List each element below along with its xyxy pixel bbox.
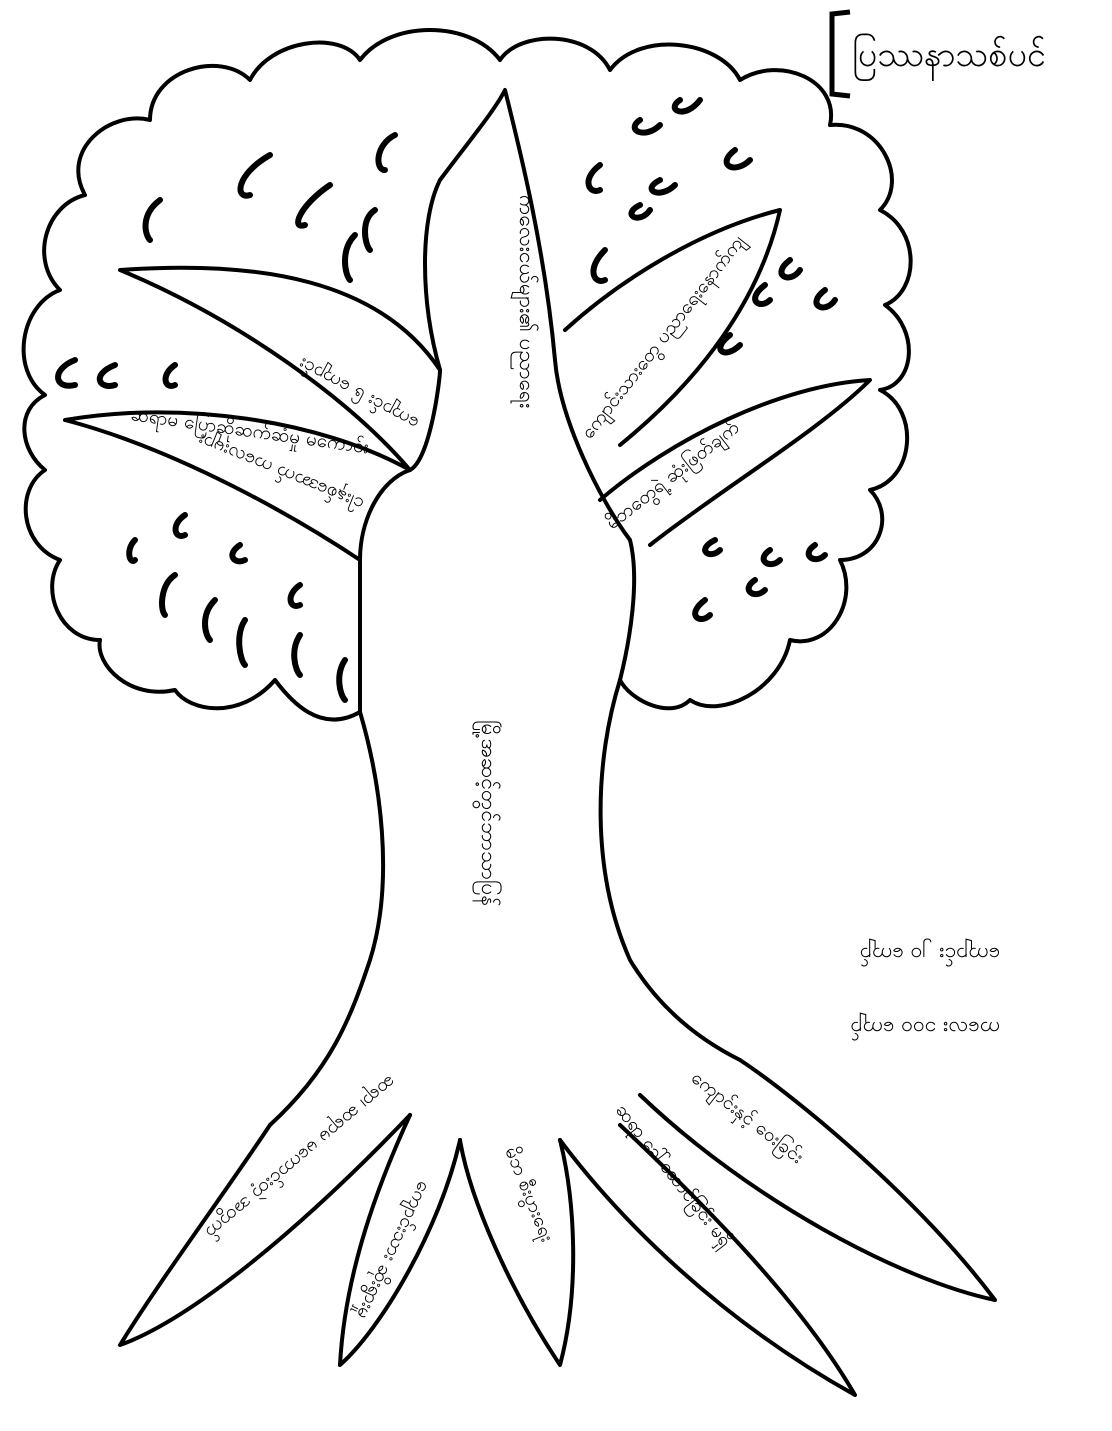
- leaf-mark: [291, 585, 300, 606]
- leaf-mark: [809, 545, 825, 559]
- tree-canopy-outline: [24, 30, 911, 720]
- leaf-mark: [294, 635, 300, 675]
- tree-trunk-right-edge: [601, 680, 740, 1060]
- leaf-mark: [593, 250, 605, 281]
- leaf-mark: [631, 205, 650, 218]
- leaf-mark: [339, 660, 345, 700]
- leaf-mark: [240, 155, 270, 196]
- leaf-mark: [695, 600, 710, 619]
- core-problem-label: ကလေးငယ်များ၏ ပညာရေး: [510, 195, 540, 408]
- leaf-mark: [705, 540, 720, 554]
- leaf-mark: [378, 135, 395, 170]
- leaf-mark: [365, 210, 375, 250]
- leaf-mark: [675, 100, 700, 112]
- leaf-mark: [58, 360, 75, 386]
- root-3-label: မိဘ စီးပွားရေး: [497, 1143, 560, 1246]
- title-frame: [832, 12, 850, 96]
- note-line-1: ကျောင်း ၂၀ ကျော်: [860, 938, 1000, 968]
- leaf-mark: [781, 260, 800, 277]
- leaf-mark: [720, 335, 740, 352]
- leaf-marks: [58, 100, 835, 700]
- branch-right-lower-label: မိဘတွေရဲ့ ဆုံးဖြတ်ချက်: [600, 415, 746, 537]
- leaf-mark: [635, 120, 660, 133]
- leaf-mark: [176, 515, 185, 536]
- leaf-mark: [345, 235, 355, 280]
- root-5-shape: [640, 1060, 995, 1300]
- leaf-mark: [727, 150, 750, 167]
- leaf-mark: [298, 185, 330, 226]
- branch-left-upper-label: ကျောင်း ၆ ကျောင်း: [294, 350, 424, 436]
- tree-trunk-left-edge: [270, 712, 383, 1125]
- leaf-mark: [100, 365, 115, 386]
- leaf-mark: [166, 365, 175, 386]
- leaf-mark: [146, 200, 160, 240]
- leaf-mark: [764, 550, 780, 564]
- note-line-2: ကလေး ၁၀၀ ကျော်: [850, 1012, 1000, 1042]
- leaf-mark: [749, 580, 765, 594]
- title-text: ပြဿနာသစ်ပင်: [852, 35, 1046, 81]
- leaf-mark: [129, 540, 135, 561]
- leaf-mark: [162, 575, 175, 615]
- root-5-label: ကျောင်းနှင့် ဝေးခြင်း: [684, 1065, 809, 1171]
- leaf-mark: [205, 600, 215, 640]
- leaf-mark: [588, 165, 600, 191]
- root-4-label: ဆရာ ခေါ်ဆောင်ခြင်း မရှိ: [608, 1098, 738, 1253]
- root-4-shape: [560, 1125, 855, 1395]
- leaf-mark: [239, 620, 245, 665]
- branch-right-lower-shape: [600, 380, 870, 545]
- leaf-mark: [652, 180, 675, 193]
- leaf-mark: [232, 545, 245, 561]
- leaf-mark: [755, 285, 770, 304]
- trunk-label: မြို့အဆင့်တွင်ဘာသာပြန်: [471, 720, 503, 906]
- title-group: ပြဿနာသစ်ပင်: [832, 12, 1046, 96]
- leaf-mark: [816, 290, 835, 307]
